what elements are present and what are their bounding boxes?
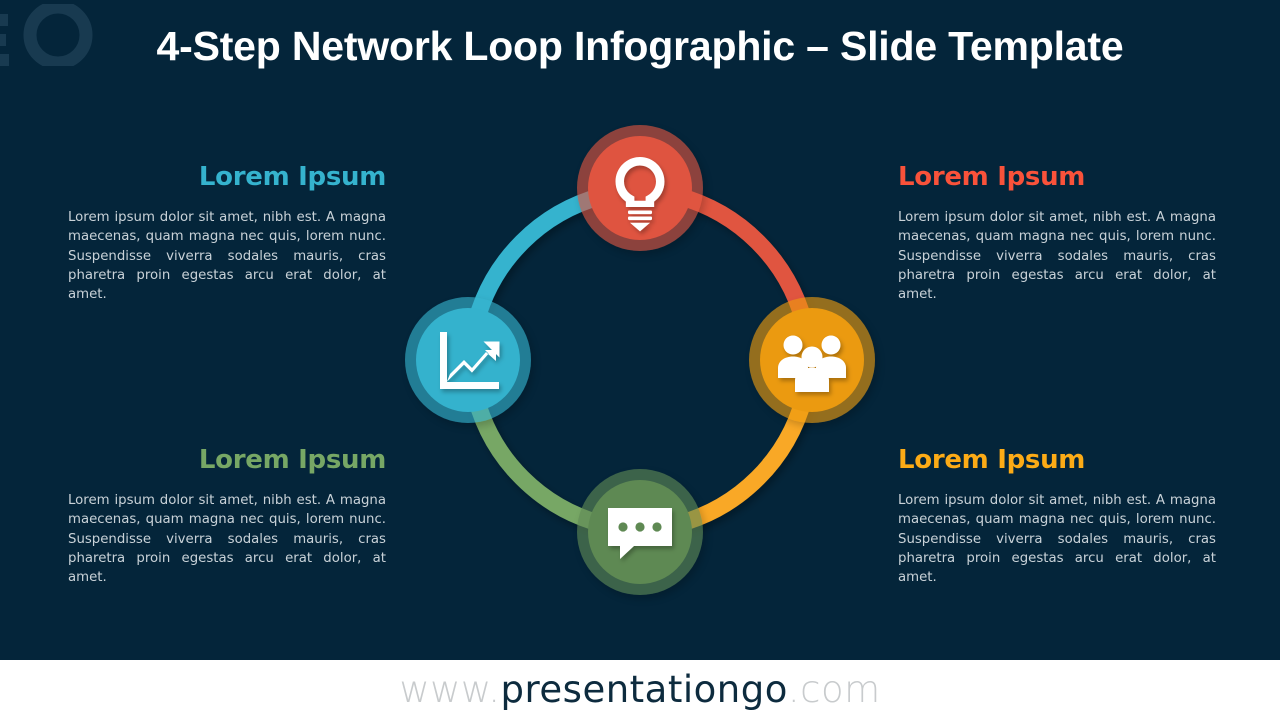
presentationgo-logo-watermark <box>0 4 93 66</box>
diagram-node-top[interactable] <box>577 125 703 251</box>
step-text-top-left: Lorem Ipsum Lorem ipsum dolor sit amet, … <box>68 160 386 304</box>
step-body-bottom-left: Lorem ipsum dolor sit amet, nibh est. A … <box>68 493 386 586</box>
network-loop-diagram <box>390 110 890 610</box>
footer-url-brand: presentationgo <box>500 668 788 711</box>
diagram-node-left[interactable] <box>405 297 531 423</box>
diagram-node-bottom[interactable] <box>577 469 703 595</box>
node-top-inner-disc <box>588 136 692 240</box>
step-text-bottom-left: Lorem Ipsum Lorem ipsum dolor sit amet, … <box>68 443 386 587</box>
chat-bubble-icon <box>608 508 672 559</box>
lightbulb-icon <box>615 157 665 232</box>
footer-bar: www.presentationgo.com <box>0 660 1280 720</box>
step-body-bottom-right: Lorem ipsum dolor sit amet, nibh est. A … <box>898 493 1216 586</box>
step-body-top-left: Lorem ipsum dolor sit amet, nibh est. A … <box>68 210 386 303</box>
step-heading-bottom-right: Lorem Ipsum <box>898 445 1086 475</box>
step-heading-top-right: Lorem Ipsum <box>898 162 1086 192</box>
step-text-top-right: Lorem Ipsum Lorem ipsum dolor sit amet, … <box>898 160 1216 304</box>
diagram-node-right[interactable] <box>749 297 875 423</box>
step-body-top-right: Lorem ipsum dolor sit amet, nibh est. A … <box>898 210 1216 303</box>
step-text-bottom-right: Lorem Ipsum Lorem ipsum dolor sit amet, … <box>898 443 1216 587</box>
footer-url-prefix: www. <box>399 668 501 711</box>
page-title: 4-Step Network Loop Infographic – Slide … <box>156 23 1124 69</box>
people-group-icon <box>778 335 846 392</box>
growth-chart-icon <box>440 332 500 389</box>
step-heading-top-left: Lorem Ipsum <box>198 162 386 192</box>
step-heading-bottom-left: Lorem Ipsum <box>198 445 386 475</box>
node-left-inner-disc <box>416 308 520 412</box>
footer-url-suffix: .com <box>787 668 881 711</box>
footer-url: www.presentationgo.com <box>0 660 1280 720</box>
